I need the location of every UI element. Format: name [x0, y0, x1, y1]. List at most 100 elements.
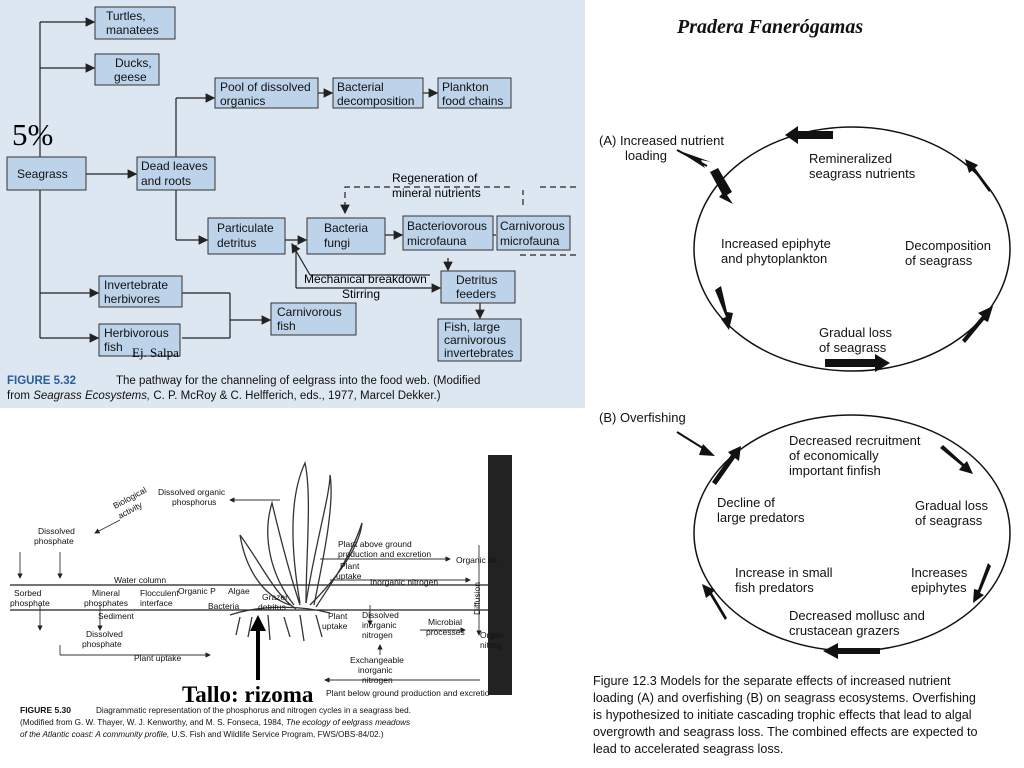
caption-label-532: FIGURE 5.32: [7, 375, 76, 387]
caption-line2-530-italic: The ecology of eelgrass meadows: [286, 718, 410, 727]
box-fishlarge-line2: carnivorous: [444, 333, 506, 347]
box-seagrass-line1: Seagrass: [17, 167, 68, 181]
label-plant-uptake-mid-1: Plant: [340, 561, 360, 571]
caption-line1-530: Diagrammatic representation of the phosp…: [96, 706, 411, 715]
model-a-arrows: [676, 126, 993, 372]
label-mineral-2: phosphates: [84, 598, 128, 608]
model-a-epiphyte-2: and phytoplankton: [721, 251, 827, 266]
label-organ-2: nitrog: [480, 640, 502, 650]
label-dissolved-organic-1: Dissolved organic: [158, 487, 226, 497]
model-a-arrow-bottom-icon: [825, 354, 890, 372]
label-plant-uptake-low-1: Plant: [328, 611, 348, 621]
label-plant-uptake-mid-2: uptake: [336, 571, 362, 581]
label-sorbed-1: Sorbed: [14, 588, 42, 598]
model-a-arrow-right-bottom-icon: [962, 306, 993, 343]
box-bactmicro-line1: Bacteriovorous: [407, 219, 487, 233]
food-web-figure: Turtles,manatees Ducks,geese Seagrass Po…: [0, 0, 604, 408]
model-b-recruitment-2: of economically: [789, 448, 879, 463]
caption-line3-530: of the Atlantic coast: A community profi…: [20, 730, 384, 739]
rhizome-arrowhead: [250, 615, 266, 631]
label-mineral-1: Mineral: [92, 588, 120, 598]
label-inorganic-nitrogen: Inorganic nitrogen: [370, 577, 438, 587]
label-plant-above-1: Plant above ground: [338, 539, 412, 549]
box-detritus-line2: feeders: [456, 287, 496, 301]
label-sediment: Sediment: [98, 611, 135, 621]
model-b-arrow-left-bottom-icon: [702, 584, 727, 620]
model-a-label-2: loading: [625, 148, 667, 163]
caption-line2-530-pre: (Modified from G. W. Thayer, W. J. Kenwo…: [20, 718, 286, 727]
model-b-recruitment-1: Decreased recruitment: [789, 433, 921, 448]
overlay-tallo-rizoma: Tallo: rizoma: [182, 682, 314, 707]
model-b-arrows: [676, 431, 991, 659]
label-sorbed-2: phosphate: [10, 598, 50, 608]
caption-label-530: FIGURE 5.30: [20, 705, 71, 715]
label-plant-uptake-bottom: Plant uptake: [134, 653, 182, 663]
model-a-arrow-left-bottom-icon: [715, 286, 733, 330]
box-fishlarge-line1: Fish, large: [444, 320, 500, 334]
label-water-column: Water column: [114, 575, 166, 585]
seagrass-plant-drawing: [229, 460, 363, 642]
label-grazer-1: Grazer: [262, 592, 288, 602]
label-dissolved-phosphate-bottom-1: Dissolved: [86, 629, 123, 639]
model-b-increase-small-1: Increase in small: [735, 565, 833, 580]
box-plankton-line1: Plankton: [442, 80, 489, 94]
box-carnfish-line2: fish: [277, 319, 296, 333]
box-carnmicro-line2: microfauna: [500, 234, 560, 248]
caption-line3-530-italic: of the Atlantic coast: A community profi…: [20, 730, 169, 739]
label-organic-p: Organic P: [178, 586, 216, 596]
label-mechanical: Mechanical breakdown: [304, 272, 427, 286]
caption-line2-post: C. P. McRoy & C. Helfferich, eds., 1977,…: [150, 390, 441, 402]
box-deadleaves-line2: and roots: [141, 174, 191, 188]
label-flocculent-1: Flocculent: [140, 588, 179, 598]
model-b-decline-1: Decline of: [717, 495, 775, 510]
box-ducks-line2: geese: [114, 70, 147, 84]
box-herbfish-line1: Herbivorous: [104, 326, 169, 340]
model-a-remineralized-2: seagrass nutrients: [809, 166, 916, 181]
label-microbial-1: Microbial: [428, 617, 462, 627]
label-microbial-2: processes: [426, 627, 465, 637]
overlay-percent: 5%: [12, 117, 53, 152]
model-a-label-1: (A) Increased nutrient: [599, 133, 724, 148]
box-turtles-line1: Turtles,: [106, 9, 146, 23]
label-algae: Algae: [228, 586, 250, 596]
caption-line3-530-post: U.S. Fish and Wildlife Service Program, …: [169, 730, 384, 739]
box-plankton-line2: food chains: [442, 94, 503, 108]
box-bacteria-line1: Bacteria: [324, 221, 368, 235]
model-a-gradual-1: Gradual loss: [819, 325, 892, 340]
label-diffusion: Diffusion: [472, 582, 482, 615]
models-caption-4: overgrowth and seagrass loss. The combin…: [593, 725, 978, 739]
label-plant-uptake-low-2: uptake: [322, 621, 348, 631]
box-ducks: Ducks,geese: [94, 53, 160, 86]
box-bacteria-line2: fungi: [324, 236, 350, 250]
model-a-gradual-2: of seagrass: [819, 340, 887, 355]
model-a-cycle: [693, 126, 1011, 372]
caption-line2-530: (Modified from G. W. Thayer, W. J. Kenwo…: [20, 718, 410, 727]
box-bactmicro-line2: microfauna: [407, 234, 467, 248]
caption-line2-532: from Seagrass Ecosystems, C. P. McRoy & …: [7, 390, 441, 402]
model-b-arrow-right-top-icon: [940, 445, 973, 474]
model-a-arrow-right-top-icon: [965, 159, 991, 192]
label-stirring: Stirring: [342, 287, 380, 301]
model-a-decomposition-2: of seagrass: [905, 253, 973, 268]
label-grazer-2: detritus: [258, 602, 286, 612]
label-dissolved-phosphate-bottom-2: phosphate: [82, 639, 122, 649]
seagrass-models-diagram: Pradera Fanerógamas (A) Increased nutrie…: [593, 16, 1011, 756]
box-particulate-line1: Particulate: [217, 221, 274, 235]
label-exchangeable-1: Exchangeable: [350, 655, 404, 665]
seagrass-models-figure: Pradera Fanerógamas (A) Increased nutrie…: [585, 0, 1024, 768]
model-a-arrow-top-icon: [785, 126, 833, 144]
model-b-gradual-1: Gradual loss: [915, 498, 988, 513]
caption-line2-pre: from: [7, 390, 33, 402]
model-a-epiphyte-1: Increased epiphyte: [721, 236, 831, 251]
label-dissolved-organic-2: phosphorus: [172, 497, 216, 507]
